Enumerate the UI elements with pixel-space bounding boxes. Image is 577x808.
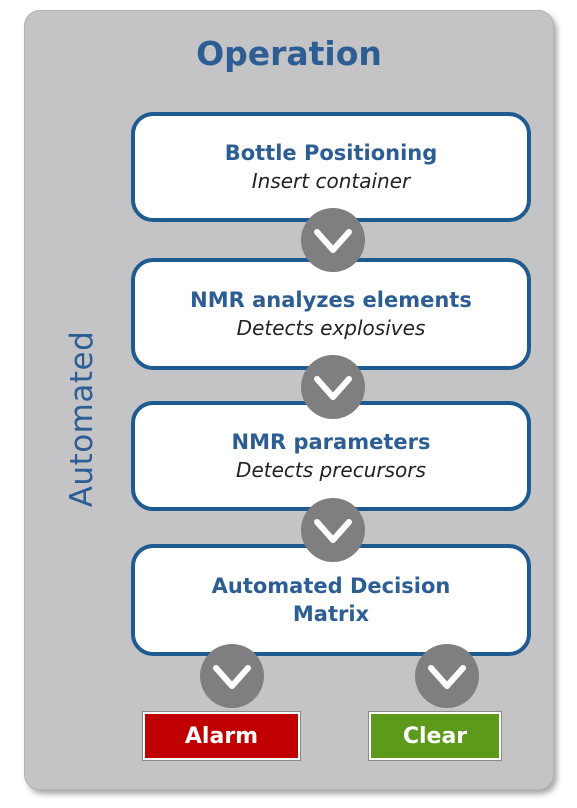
chevron-down-icon — [200, 644, 264, 708]
step-title: NMR parameters — [231, 430, 431, 454]
step-title: Bottle Positioning — [224, 141, 438, 165]
step-automated-decision-matrix: Automated Decision Matrix — [131, 544, 531, 656]
step-nmr-analyzes-elements: NMR analyzes elements Detects explosives — [131, 258, 531, 370]
chevron-down-icon — [301, 208, 365, 272]
step-subtitle: Detects precursors — [236, 458, 426, 482]
step-title-line-2: Matrix — [292, 602, 370, 626]
chevron-down-icon — [301, 498, 365, 562]
step-bottle-positioning: Bottle Positioning Insert container — [131, 112, 531, 222]
alarm-outcome: Alarm — [142, 711, 301, 761]
automated-side-label: Automated — [64, 330, 100, 508]
chevron-down-icon — [301, 355, 365, 419]
chevron-down-icon — [415, 644, 479, 708]
step-title-line-1: Automated Decision — [211, 574, 451, 598]
step-title: NMR analyzes elements — [190, 288, 472, 312]
step-nmr-parameters: NMR parameters Detects precursors — [131, 401, 531, 511]
step-subtitle: Insert container — [251, 169, 411, 193]
clear-outcome: Clear — [368, 711, 502, 761]
step-subtitle: Detects explosives — [236, 316, 426, 340]
panel-title: Operation — [196, 34, 382, 73]
